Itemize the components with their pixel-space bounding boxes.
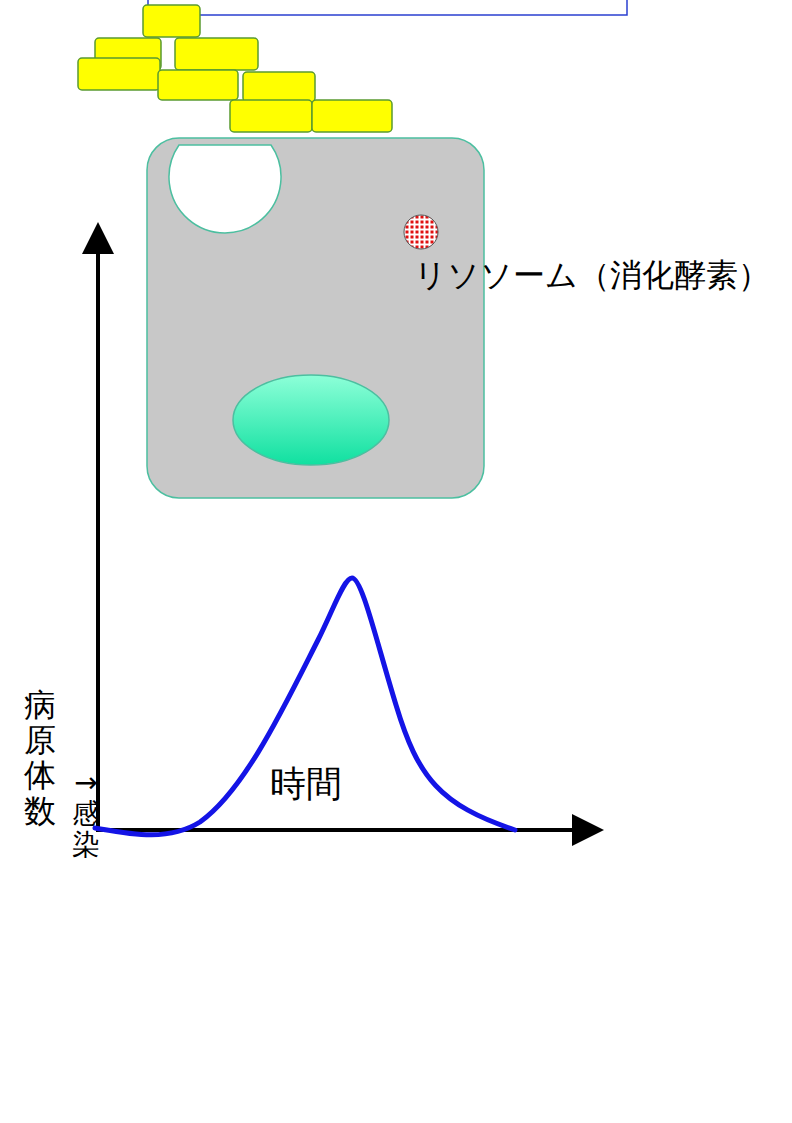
pathogen-curve: [95, 578, 515, 835]
x-axis-label: 時間: [270, 764, 342, 804]
top-frame: [148, 0, 627, 15]
pathogen-blocks: [78, 5, 392, 132]
lysosome-label: リソソーム（消化酵素）: [414, 258, 770, 293]
y-axis: [96, 238, 100, 831]
infection-marker: →感染: [72, 768, 100, 860]
y-axis-label: 病原体数: [24, 688, 56, 829]
cell-body: [147, 138, 484, 498]
nucleus: [233, 375, 389, 465]
lysosome: [404, 215, 438, 249]
phagosome: [169, 145, 281, 233]
